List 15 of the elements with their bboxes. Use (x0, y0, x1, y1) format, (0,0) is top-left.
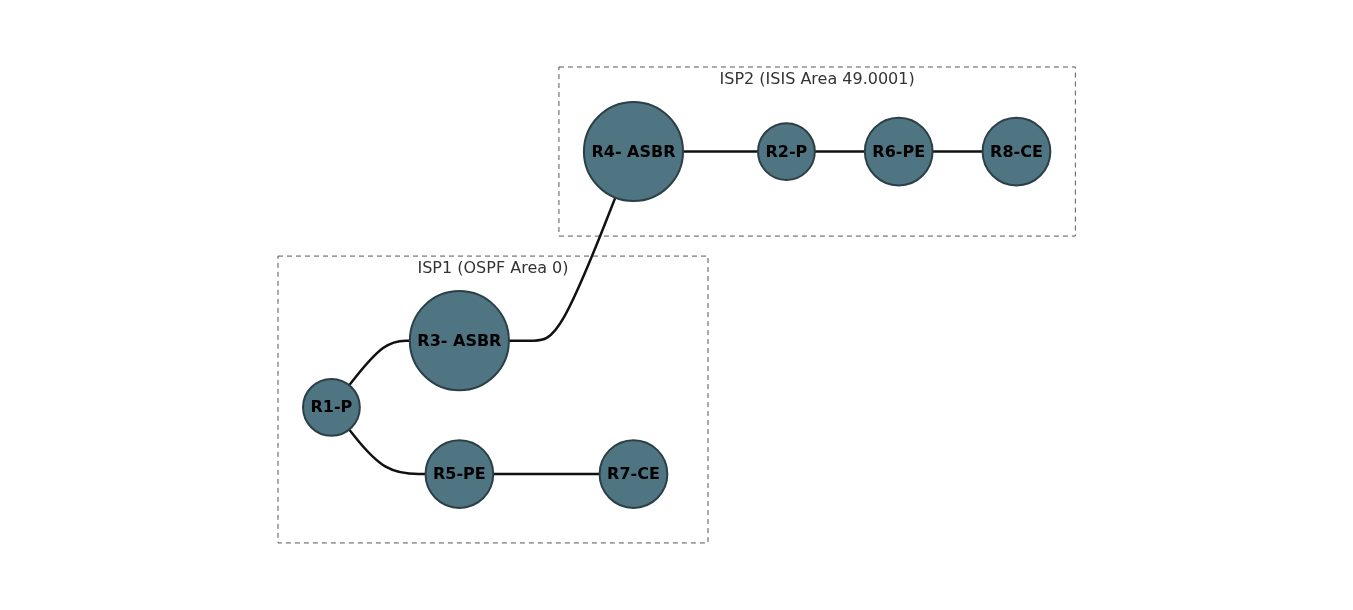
node-circle: R2-P (756, 122, 816, 181)
connector (682, 150, 758, 153)
connector (814, 150, 865, 153)
node-circle: R6-PE (863, 116, 934, 187)
connector (932, 150, 983, 153)
connector (493, 472, 600, 476)
node-circle: R8-CE (981, 116, 1052, 187)
node-circle: R4- ASBR (582, 101, 684, 203)
connector (348, 339, 410, 386)
node-circle: R7-CE (598, 439, 669, 509)
connector (508, 197, 617, 342)
connector (348, 428, 426, 476)
node-circle: R5-PE (424, 439, 495, 509)
node-circle: R3- ASBR (408, 290, 510, 392)
node-circle: R1-P (301, 377, 361, 437)
